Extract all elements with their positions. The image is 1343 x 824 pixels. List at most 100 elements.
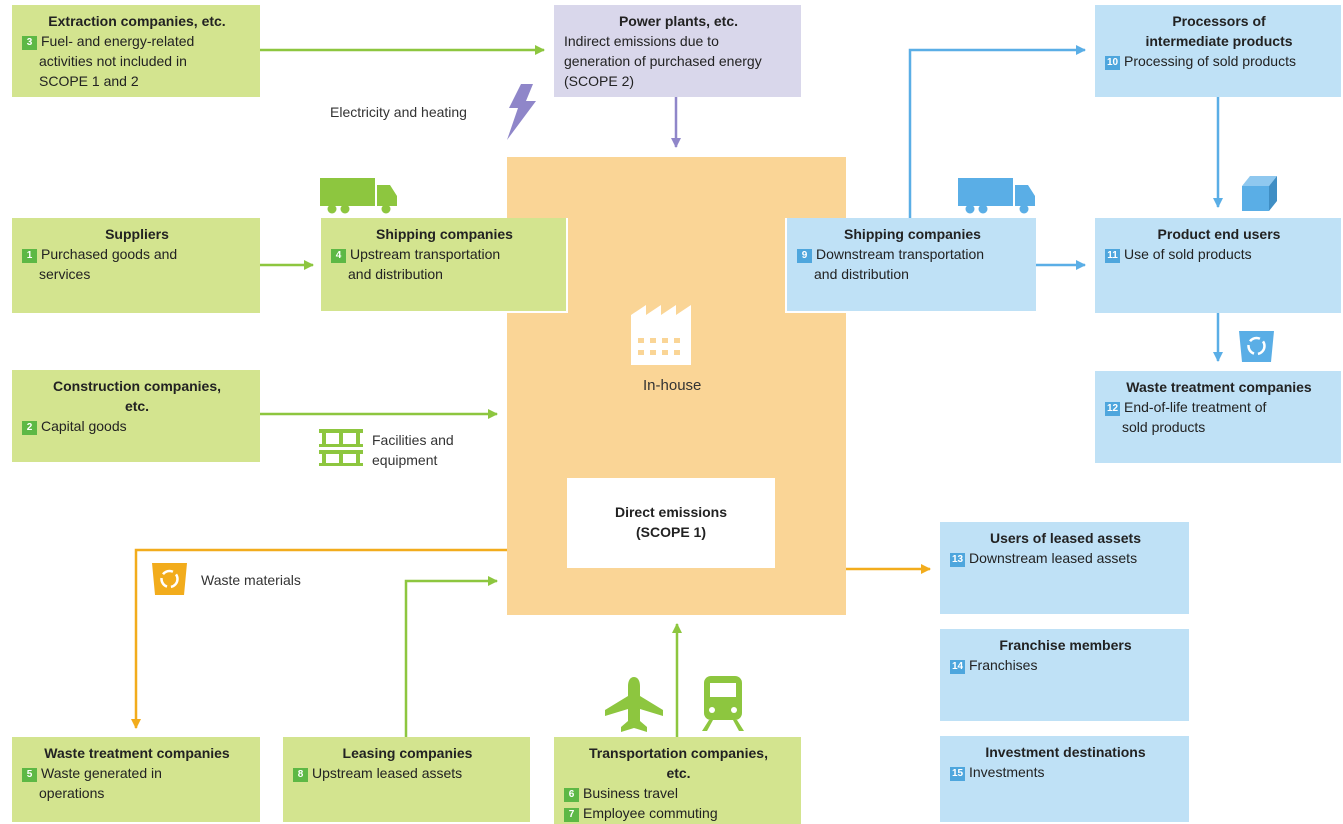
box-text: Indirect emissions due to xyxy=(564,33,719,49)
scope1-title: Direct emissions xyxy=(614,504,728,520)
facilities-label-line: Facilities and xyxy=(372,432,454,448)
box-icon xyxy=(1242,176,1277,211)
category-item: 10 Processing of sold products xyxy=(1105,51,1333,71)
facilities-icon xyxy=(319,429,363,466)
box-title: Waste treatment companies xyxy=(44,745,230,761)
category-number: 5 xyxy=(22,768,37,782)
box-title: Shipping companies xyxy=(844,226,981,242)
category-text: Franchises xyxy=(969,657,1038,673)
factory-icon xyxy=(631,305,691,365)
waste-recycle-icon xyxy=(152,563,187,595)
category-number: 13 xyxy=(950,553,965,567)
category-number: 4 xyxy=(331,249,346,263)
green-truck-icon xyxy=(320,178,397,214)
category-text: Downstream leased assets xyxy=(969,550,1138,566)
box-construction-companies: Construction companies, etc. 2 Capital go… xyxy=(12,370,260,462)
box-waste-treatment-upstream: Waste treatment companies 5 Waste generat… xyxy=(12,737,260,822)
box-title: etc. xyxy=(124,398,150,414)
box-users-of-leased-assets: Users of leased assets 13 Downstream leas… xyxy=(940,522,1189,614)
facilities-label: Facilities and equipment xyxy=(372,430,454,470)
category-text: End-of-life treatment of xyxy=(1124,399,1267,415)
arrow-inhouse-to-waste xyxy=(131,548,507,729)
category-number: 2 xyxy=(22,421,37,435)
box-title: Investment destinations xyxy=(985,744,1146,760)
category-text: and distribution xyxy=(814,266,909,282)
arrow-shipping-to-processors xyxy=(908,45,1086,218)
box-text: (SCOPE 2) xyxy=(564,73,635,89)
inhouse-label: In-house xyxy=(643,377,702,394)
category-number: 12 xyxy=(1105,402,1120,416)
box-title: etc. xyxy=(666,765,691,781)
box-extraction-companies: Extraction companies, etc. 3 Fuel- and en… xyxy=(12,5,260,97)
category-number: 9 xyxy=(797,249,812,263)
blue-truck-icon xyxy=(958,178,1035,214)
lightning-icon xyxy=(507,84,536,140)
category-number: 10 xyxy=(1105,56,1120,70)
category-text: Investments xyxy=(969,764,1045,780)
category-item: 13 Downstream leased assets xyxy=(950,548,1181,568)
box-waste-treatment-downstream: Waste treatment companies 12 End-of-life … xyxy=(1095,371,1341,463)
box-title: Waste treatment companies xyxy=(1126,379,1312,395)
category-text: Business travel xyxy=(583,785,678,801)
category-item: 14 Franchises xyxy=(950,655,1181,675)
box-investment-destinations: Investment destinations 15 Investments xyxy=(940,736,1189,822)
category-text: Upstream leased assets xyxy=(312,765,463,781)
recycle-bin-icon xyxy=(1239,331,1274,362)
category-text: Waste generated in xyxy=(41,765,162,781)
category-item: 1 Purchased goods and services xyxy=(22,244,252,284)
category-text: Employee commuting xyxy=(583,805,718,821)
box-title: Product end users xyxy=(1157,226,1281,242)
electricity-label: Electricity and heating xyxy=(330,104,467,120)
category-item: 7 Employee commuting xyxy=(564,803,793,823)
category-text: activities not included in xyxy=(39,53,187,69)
box-suppliers: Suppliers 1 Purchased goods and services xyxy=(12,218,260,313)
airplane-icon xyxy=(605,677,663,732)
category-text: and distribution xyxy=(348,266,443,282)
category-item: 12 End-of-life treatment of sold products xyxy=(1105,397,1333,437)
category-number: 1 xyxy=(22,249,37,263)
category-number: 6 xyxy=(564,788,579,802)
category-number: 14 xyxy=(950,660,965,674)
arrow-leasing-to-inhouse xyxy=(404,576,498,737)
scope1-subtitle: (SCOPE 1) xyxy=(635,524,706,540)
box-title: Processors of xyxy=(1172,13,1266,29)
category-text: Processing of sold products xyxy=(1124,53,1296,69)
box-title: Leasing companies xyxy=(342,745,473,761)
category-item: 3 Fuel- and energy-related activities not… xyxy=(22,31,252,91)
category-text: sold products xyxy=(1122,419,1206,435)
scope1-box: Direct emissions (SCOPE 1) xyxy=(567,478,775,568)
category-number: 11 xyxy=(1105,249,1120,263)
box-power-plants: Power plants, etc. Indirect emissions du… xyxy=(554,5,801,97)
category-text: Downstream transportation xyxy=(816,246,985,262)
box-title: Extraction companies, etc. xyxy=(48,13,226,29)
category-item: 8 Upstream leased assets xyxy=(293,763,522,783)
category-text: services xyxy=(39,266,91,282)
category-number: 15 xyxy=(950,767,965,781)
box-title: Construction companies, xyxy=(52,378,222,394)
box-title: Suppliers xyxy=(105,226,169,242)
category-number: 8 xyxy=(293,768,308,782)
box-text: generation of purchased energy xyxy=(564,53,762,69)
category-item: 11 Use of sold products xyxy=(1105,244,1333,264)
box-processors: Processors of intermediate products 10 Pr… xyxy=(1095,5,1341,97)
box-title: Shipping companies xyxy=(376,226,513,242)
box-title: intermediate products xyxy=(1145,33,1293,49)
category-number: 7 xyxy=(564,808,579,822)
category-text: Use of sold products xyxy=(1124,246,1252,262)
category-number: 3 xyxy=(22,36,37,50)
facilities-label-line: equipment xyxy=(372,452,438,468)
category-text: Fuel- and energy-related xyxy=(41,33,195,49)
category-text: Capital goods xyxy=(41,418,127,434)
box-leasing-companies: Leasing companies 8 Upstream leased asset… xyxy=(283,737,530,822)
category-item: 15 Investments xyxy=(950,762,1181,782)
box-title: Power plants, etc. xyxy=(618,13,739,29)
box-product-end-users: Product end users 11 Use of sold products xyxy=(1095,218,1341,313)
category-text: Purchased goods and xyxy=(41,246,178,262)
box-title: Users of leased assets xyxy=(990,530,1141,546)
box-transportation-companies: Transportation companies, etc. 6 Business… xyxy=(554,737,801,824)
box-title: Transportation companies, xyxy=(589,745,768,761)
category-text: SCOPE 1 and 2 xyxy=(39,73,139,89)
